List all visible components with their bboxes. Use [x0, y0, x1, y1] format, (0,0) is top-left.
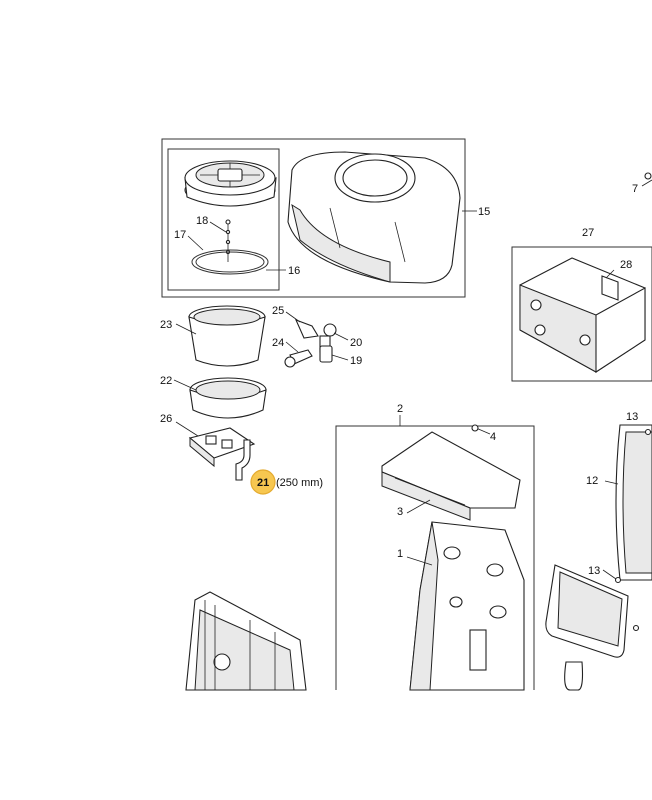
callout-19: 19: [350, 355, 362, 367]
callout-13b: 13: [588, 565, 600, 577]
fitting-parts[interactable]: [284, 311, 349, 368]
right-leaders: [602, 480, 619, 580]
callout-23: 23: [160, 319, 172, 331]
callout-13a: 13: [626, 411, 638, 423]
cover-panel-part[interactable]: [615, 424, 652, 581]
base-plate-part[interactable]: [175, 421, 256, 468]
bracket-frame: [511, 246, 652, 382]
callout-26: 26: [160, 413, 172, 425]
tank-cap-part[interactable]: [184, 160, 277, 207]
backplate-part[interactable]: [409, 521, 525, 691]
hose-part[interactable]: [235, 439, 251, 481]
carrier-frame: [335, 425, 535, 690]
callout-7: 7: [632, 183, 638, 195]
housing-frame-part[interactable]: [185, 591, 307, 691]
screw-7-part[interactable]: [641, 172, 652, 187]
strainer-pin-part[interactable]: [225, 219, 231, 262]
callout-21-note: (250 mm): [276, 477, 323, 489]
callout-25: 25: [272, 305, 284, 317]
highlight-part-21[interactable]: [250, 469, 276, 495]
side-panel-part[interactable]: [545, 564, 629, 658]
callout-2: 2: [397, 403, 403, 415]
tray-bracket-part[interactable]: [519, 257, 646, 374]
callout-12: 12: [586, 475, 598, 487]
callout-16: 16: [288, 265, 300, 277]
screw-4-part[interactable]: [471, 424, 491, 435]
tank-body-part[interactable]: [287, 151, 461, 284]
callout-3: 3: [397, 506, 403, 518]
callout-21: 21: [257, 477, 269, 489]
callout-22: 22: [160, 375, 172, 387]
callout-15: 15: [478, 206, 490, 218]
tank-group-frame: [161, 138, 466, 298]
callout-28: 28: [620, 259, 632, 271]
callout-4: 4: [490, 431, 496, 443]
ring-housing-part[interactable]: [173, 377, 267, 419]
shelf-part[interactable]: [381, 431, 521, 521]
carrier-leaders: [399, 415, 433, 566]
tank-group-leaders: [187, 210, 477, 271]
callout-18: 18: [196, 215, 208, 227]
callout-24: 24: [272, 337, 284, 349]
filter-cup-part[interactable]: [175, 305, 266, 367]
callout-labels: 1 2 3 4 7 12 13 13 15 16 17 18 19 20 21 …: [160, 183, 638, 577]
strap-part[interactable]: [564, 661, 584, 691]
callout-20: 20: [350, 337, 362, 349]
callout-27: 27: [582, 227, 594, 239]
screw-13-parts[interactable]: [614, 428, 652, 632]
gasket-ring-part[interactable]: [191, 249, 269, 275]
callout-17: 17: [174, 229, 186, 241]
callout-1: 1: [397, 548, 403, 560]
